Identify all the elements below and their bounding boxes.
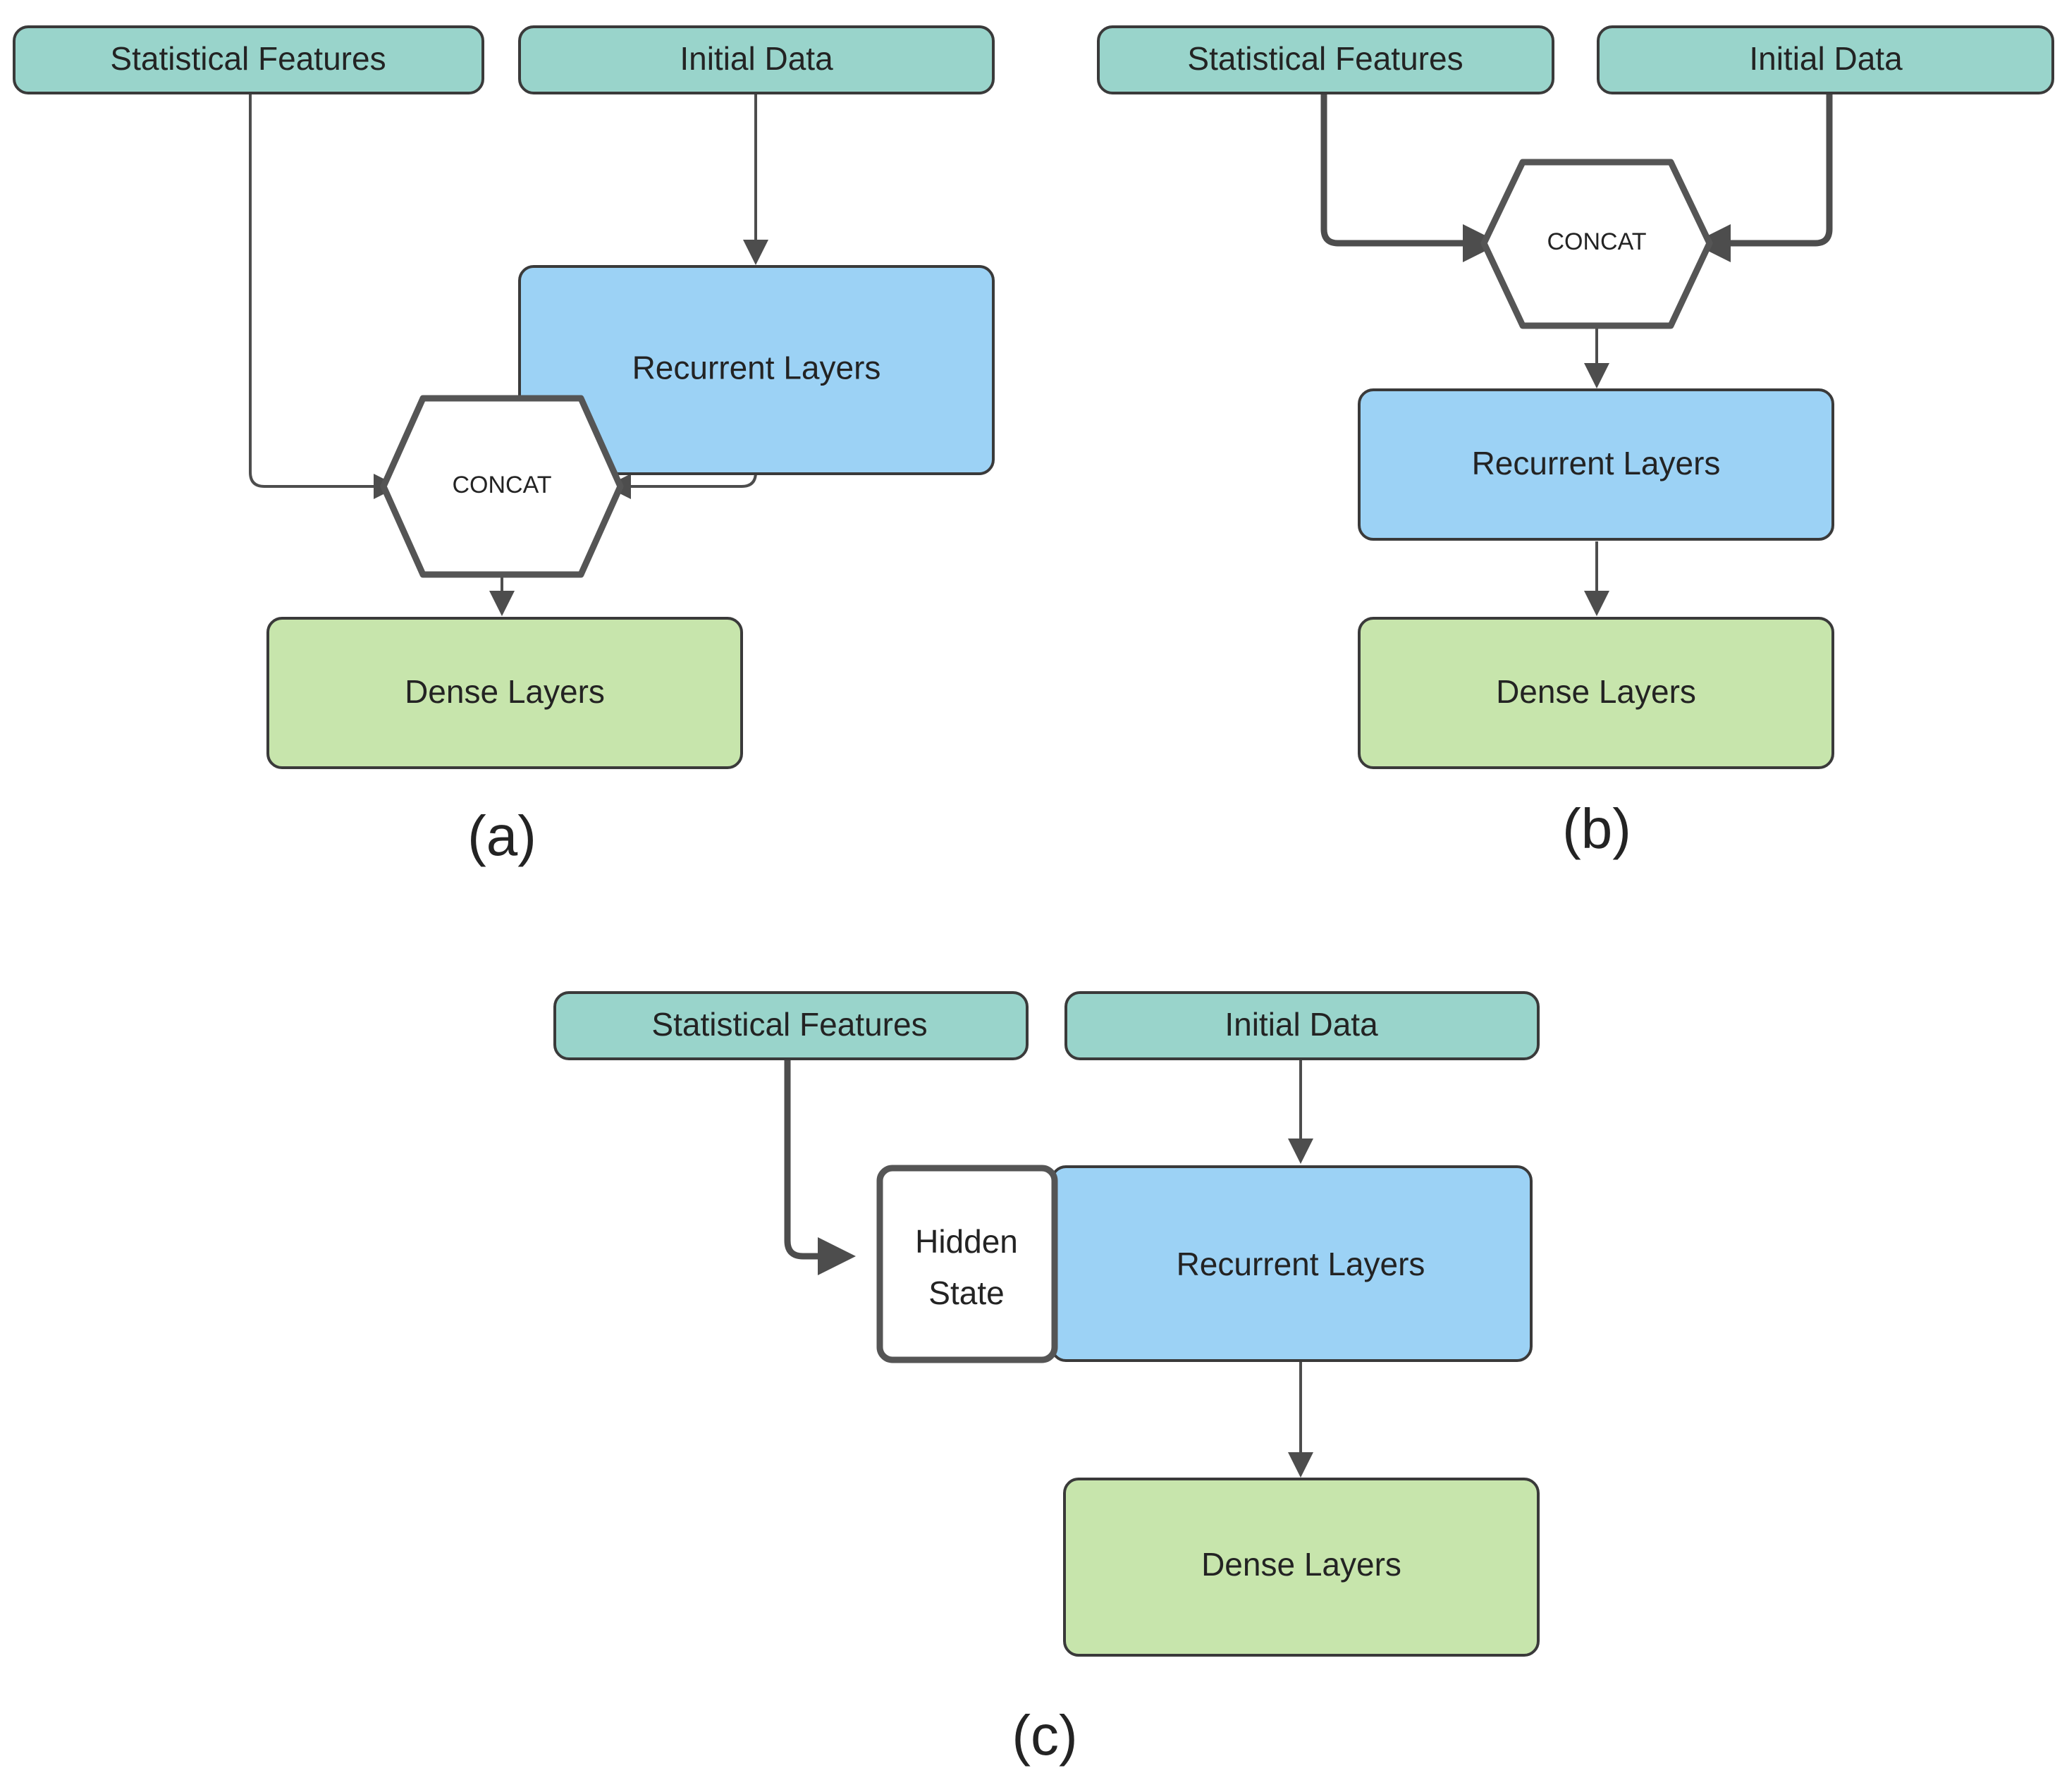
node-a-initial-data-label: Initial Data — [680, 40, 833, 77]
node-b-statistical-features[interactable]: Statistical Features — [1097, 25, 1554, 94]
node-c-hidden-state-label-line2: State — [928, 1275, 1004, 1311]
node-a-statistical-features[interactable]: Statistical Features — [13, 25, 484, 94]
node-a-concat-label: CONCAT — [452, 472, 551, 498]
node-a-statistical-features-shape — [13, 25, 484, 94]
edge-c-stat-to-hidden — [784, 1059, 856, 1275]
node-a-dense-layers-shape — [266, 617, 743, 769]
node-c-statistical-features-shape — [553, 991, 1029, 1060]
node-a-dense-layers-label: Dense Layers — [405, 673, 605, 710]
edge-b-stat-to-concat — [1320, 93, 1501, 262]
node-b-initial-data[interactable]: Initial Data — [1597, 25, 2054, 94]
node-b-concat-label: CONCAT — [1547, 228, 1646, 255]
node-a-recurrent-layers-shape — [518, 265, 995, 475]
node-b-recurrent-layers[interactable]: Recurrent Layers — [1358, 388, 1834, 541]
node-b-dense-layers-shape — [1358, 617, 1834, 769]
node-c-statistical-features[interactable]: Statistical Features — [553, 991, 1029, 1060]
edge-b-init-to-concat — [1693, 93, 1833, 262]
node-a-concat[interactable]: CONCAT — [380, 395, 624, 578]
node-a-dense-layers[interactable]: Dense Layers — [266, 617, 743, 769]
node-b-statistical-features-label: Statistical Features — [1187, 40, 1463, 77]
node-c-hidden-state-shape — [876, 1165, 1058, 1363]
node-a-statistical-features-label: Statistical Features — [110, 40, 386, 77]
node-c-initial-data[interactable]: Initial Data — [1064, 991, 1540, 1060]
node-b-concat-shape — [1480, 159, 1713, 329]
node-c-dense-layers-shape — [1063, 1478, 1540, 1657]
node-b-concat[interactable]: CONCAT — [1480, 159, 1713, 329]
node-a-concat-shape — [380, 395, 624, 578]
node-c-dense-layers[interactable]: Dense Layers — [1063, 1478, 1540, 1657]
node-c-statistical-features-label: Statistical Features — [651, 1006, 927, 1043]
node-a-initial-data[interactable]: Initial Data — [518, 25, 995, 94]
panel-c: Statistical Features Initial Data Recurr… — [553, 991, 1540, 1767]
node-c-initial-data-label: Initial Data — [1225, 1006, 1378, 1043]
node-b-dense-layers[interactable]: Dense Layers — [1358, 617, 1834, 769]
node-c-recurrent-layers[interactable]: Recurrent Layers — [1050, 1165, 1533, 1362]
node-b-recurrent-layers-label: Recurrent Layers — [1472, 445, 1721, 481]
node-c-hidden-state-label-line1: Hidden — [915, 1223, 1018, 1260]
panel-b: Statistical Features Initial Data CONCAT… — [1097, 25, 2054, 860]
node-b-initial-data-shape — [1597, 25, 2054, 94]
node-b-recurrent-layers-shape — [1358, 388, 1834, 541]
node-a-initial-data-shape — [518, 25, 995, 94]
node-b-initial-data-label: Initial Data — [1749, 40, 1903, 77]
node-c-dense-layers-label: Dense Layers — [1201, 1546, 1401, 1583]
node-a-recurrent-layers-label: Recurrent Layers — [632, 350, 881, 386]
node-b-statistical-features-shape — [1097, 25, 1554, 94]
panel-a-caption: (a) — [467, 804, 536, 867]
panel-c-caption: (c) — [1012, 1704, 1077, 1767]
panel-a: Statistical Features Initial Data Recurr… — [13, 25, 995, 867]
panel-b-caption: (b) — [1562, 797, 1631, 860]
node-c-hidden-state[interactable]: Hidden State — [876, 1165, 1058, 1363]
edge-a-stat-to-concat — [249, 93, 399, 499]
node-b-dense-layers-label: Dense Layers — [1496, 673, 1696, 710]
node-c-initial-data-shape — [1064, 991, 1540, 1060]
node-a-recurrent-layers[interactable]: Recurrent Layers — [518, 265, 995, 475]
node-c-recurrent-layers-label: Recurrent Layers — [1177, 1246, 1425, 1282]
